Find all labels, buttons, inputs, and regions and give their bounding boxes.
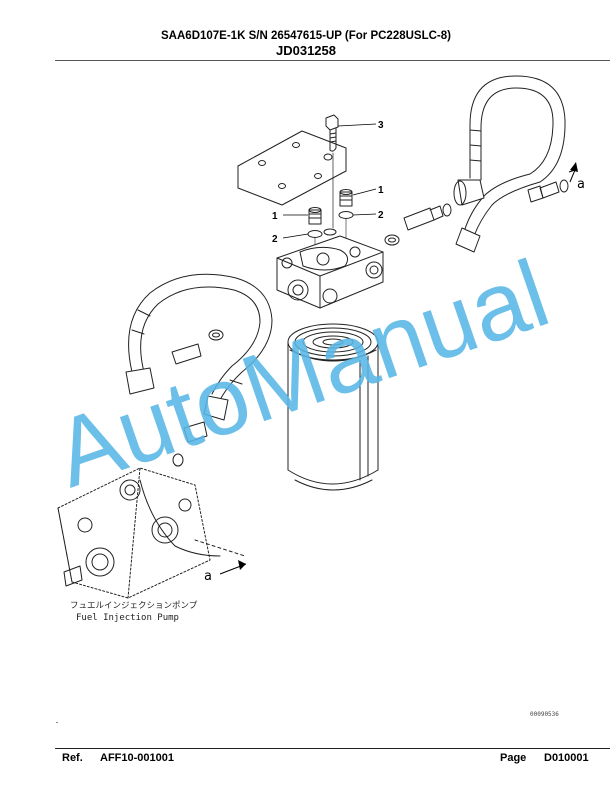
page-value: D010001 (544, 752, 589, 764)
bolt-part-3 (325, 114, 339, 229)
o-ring-part-2-left (307, 230, 323, 238)
hose-left (125, 273, 273, 421)
leader-lines (282, 123, 377, 239)
filter-head (276, 235, 384, 309)
connection-mark-a-left: a (204, 569, 212, 584)
mounting-plate (237, 130, 347, 206)
pump-connection-dashed (194, 539, 246, 557)
connection-mark-a-right: a (577, 177, 585, 192)
drawing-number: 00090536 (530, 711, 559, 718)
callout-1-right: 1 (378, 185, 384, 196)
plug-part-1-left (308, 207, 322, 225)
hose-upper-right (453, 75, 566, 253)
pump-label-english: Fuel Injection Pump (76, 613, 179, 623)
page-label: Page (500, 752, 527, 764)
footer-divider (55, 748, 610, 749)
part-code-title: JD031258 (276, 43, 336, 58)
connection-arrow-left (219, 560, 247, 575)
callout-3: 3 (378, 120, 384, 131)
header-divider (55, 60, 610, 61)
plug-part-1-right (339, 189, 353, 207)
fitting-upper-right (527, 179, 569, 203)
fuel-injection-pump (57, 467, 221, 599)
model-title: SAA6D107E-1K S/N 26547615-UP (For PC228U… (161, 30, 451, 42)
pump-label-japanese: フュエルインジェクションポンプ (70, 601, 198, 611)
ref-value: AFF10-001001 (100, 752, 174, 764)
page-tick-mark (56, 722, 58, 723)
o-ring-part-2-right (338, 211, 354, 219)
callout-1-left: 1 (272, 211, 278, 222)
fuel-filter-cartridge (287, 323, 379, 491)
callout-2-left: 2 (272, 234, 278, 245)
connection-arrow-right (568, 162, 578, 183)
fitting-left (171, 329, 224, 467)
ref-label: Ref. (62, 752, 83, 764)
fitting-middle-right (384, 203, 452, 246)
callout-2-right: 2 (378, 210, 384, 221)
exploded-parts-diagram: 3 1 2 1 2 a a フュエルインジェクションポンプ Fuel Injec… (42, 75, 585, 623)
